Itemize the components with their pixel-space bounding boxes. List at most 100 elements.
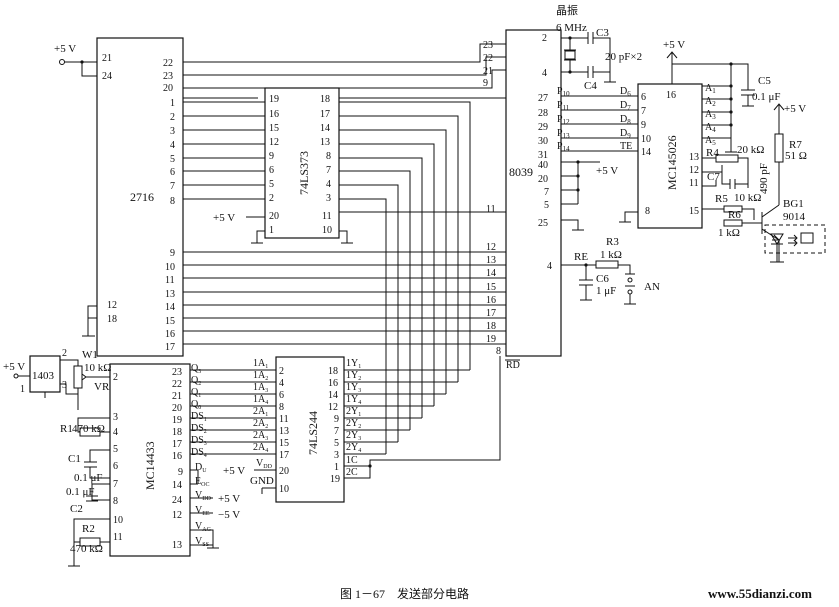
pin-label: 11	[322, 211, 332, 222]
pin-label: 25	[538, 218, 548, 229]
q1-label: Q1	[191, 387, 201, 399]
pin-label: 13	[689, 152, 699, 163]
vag-label: VAG	[195, 521, 212, 533]
pin-label: 28	[538, 108, 548, 119]
c7-value: 490 pF	[758, 163, 770, 194]
a4-label: A4	[705, 122, 716, 134]
pin-label: 7	[113, 479, 118, 490]
power-label-r7: +5 V	[784, 103, 806, 115]
c2-name: C2	[70, 503, 83, 515]
pin-label: 11	[113, 532, 123, 543]
pin-label: 14	[328, 390, 338, 401]
ir-led-icon	[770, 233, 784, 245]
pin-label: 11	[486, 204, 496, 215]
pin-label: 12	[328, 402, 338, 413]
y21-label: 2Y1	[346, 406, 361, 418]
pin-label: 7	[544, 187, 549, 198]
pin-label: 9	[483, 78, 488, 89]
r5-name: R5	[715, 193, 728, 205]
pin-label: 16	[666, 90, 676, 101]
d8-label: D8	[620, 114, 631, 126]
pin-label: 14	[165, 302, 175, 313]
pin-label: 8	[279, 402, 284, 413]
vee-label: VEE	[195, 505, 210, 517]
y22-label: 2Y2	[346, 418, 361, 430]
chip-mc145026-name: MC145026	[665, 135, 679, 190]
crystal-freq: 6 MHz	[556, 22, 587, 34]
pin-label: 17	[486, 308, 496, 319]
power-label-244: +5 V	[223, 465, 245, 477]
power-label-vee: −5 V	[218, 509, 240, 521]
pin-label: 17	[172, 439, 182, 450]
pin-label: 15	[269, 123, 279, 134]
re-label: RE	[574, 251, 588, 263]
pin-label: 18	[328, 366, 338, 377]
pin-label: 4	[113, 427, 118, 438]
r1-resistor	[79, 427, 101, 437]
a13-label: 1A3	[253, 382, 268, 394]
c5-name: C5	[758, 75, 771, 87]
pin-label: 8	[645, 206, 650, 217]
pin-label: 2	[113, 372, 118, 383]
vdd-label: VDD	[195, 490, 212, 502]
an-switch-contact[interactable]	[627, 289, 633, 295]
figure-caption: 图 1－67 发送部分电路	[340, 586, 469, 601]
pin-label: 8	[113, 496, 118, 507]
y14-label: 1Y4	[346, 394, 361, 406]
pin-label: 18	[486, 321, 496, 332]
d9-label: D9	[620, 128, 631, 140]
r2-resistor	[79, 537, 101, 547]
y11-label: 1Y1	[346, 358, 361, 370]
pin-label: 24	[172, 495, 182, 506]
a21-label: 2A1	[253, 406, 268, 418]
crystal-cap-value: 20 pF×2	[605, 51, 642, 63]
chip-74ls373	[264, 87, 340, 239]
pin-label: 21	[483, 66, 493, 77]
ds3-label: DS3	[191, 435, 207, 447]
pin-label: 3	[113, 412, 118, 423]
ir-receiver-icon	[800, 232, 814, 244]
chip-74ls373-pins: 19 16 15 12 9 6 5 2 20 1 18 17 14 13 8 7…	[269, 94, 332, 236]
r3-resistor	[595, 260, 619, 269]
chip-2716-name: 2716	[130, 190, 154, 204]
r1-value: 470 kΩ	[72, 423, 105, 435]
pin-label: 23	[483, 40, 493, 51]
pin-1403: 2	[62, 348, 67, 359]
pin-label: 14	[320, 123, 330, 134]
p12-label: P12	[557, 114, 570, 126]
pin-label: 10	[322, 225, 332, 236]
c1c-label: 1C	[346, 455, 358, 466]
pin-label: 10	[279, 484, 289, 495]
pin-label: 13	[172, 540, 182, 551]
chip-mc145026-pins: 6 7 9 10 14 8 16 13 12 11 15 D6 D7 D8 D9…	[620, 83, 716, 217]
pin-label: 1	[269, 225, 274, 236]
pin-label: 12	[172, 510, 182, 521]
pin-label: 4	[542, 68, 547, 79]
pin-label: 29	[538, 122, 548, 133]
pin-label: 13	[165, 289, 175, 300]
pin-label: 20	[172, 403, 182, 414]
pin-label: 14	[641, 147, 651, 158]
chip-2716	[96, 37, 184, 357]
an-label: AN	[644, 281, 660, 293]
pin-label: 7	[641, 106, 646, 117]
crystal-label: 晶振	[556, 3, 578, 17]
power-label-2716: +5 V	[54, 43, 76, 55]
r4-name: R4	[706, 147, 719, 159]
pin-label: 40	[538, 160, 548, 171]
p1-labels: P10 P11 P12 P13 P14	[557, 86, 570, 153]
pin-label: 10	[113, 515, 123, 526]
pin-label: 15	[689, 206, 699, 217]
pin-label: 18	[172, 427, 182, 438]
pin-label: 12	[107, 300, 117, 311]
ir-led-module	[764, 224, 826, 254]
chip-8039-name: 8039	[509, 165, 533, 179]
a23-label: 2A3	[253, 430, 268, 442]
c1-value: 0.1 μF	[74, 472, 103, 484]
pin-label: 22	[483, 53, 493, 64]
an-switch-contact[interactable]	[627, 277, 633, 283]
y13-label: 1Y3	[346, 382, 361, 394]
pin-label: 19	[172, 415, 182, 426]
pin-label: 4	[279, 378, 284, 389]
w1-potentiometer[interactable]	[73, 365, 83, 389]
